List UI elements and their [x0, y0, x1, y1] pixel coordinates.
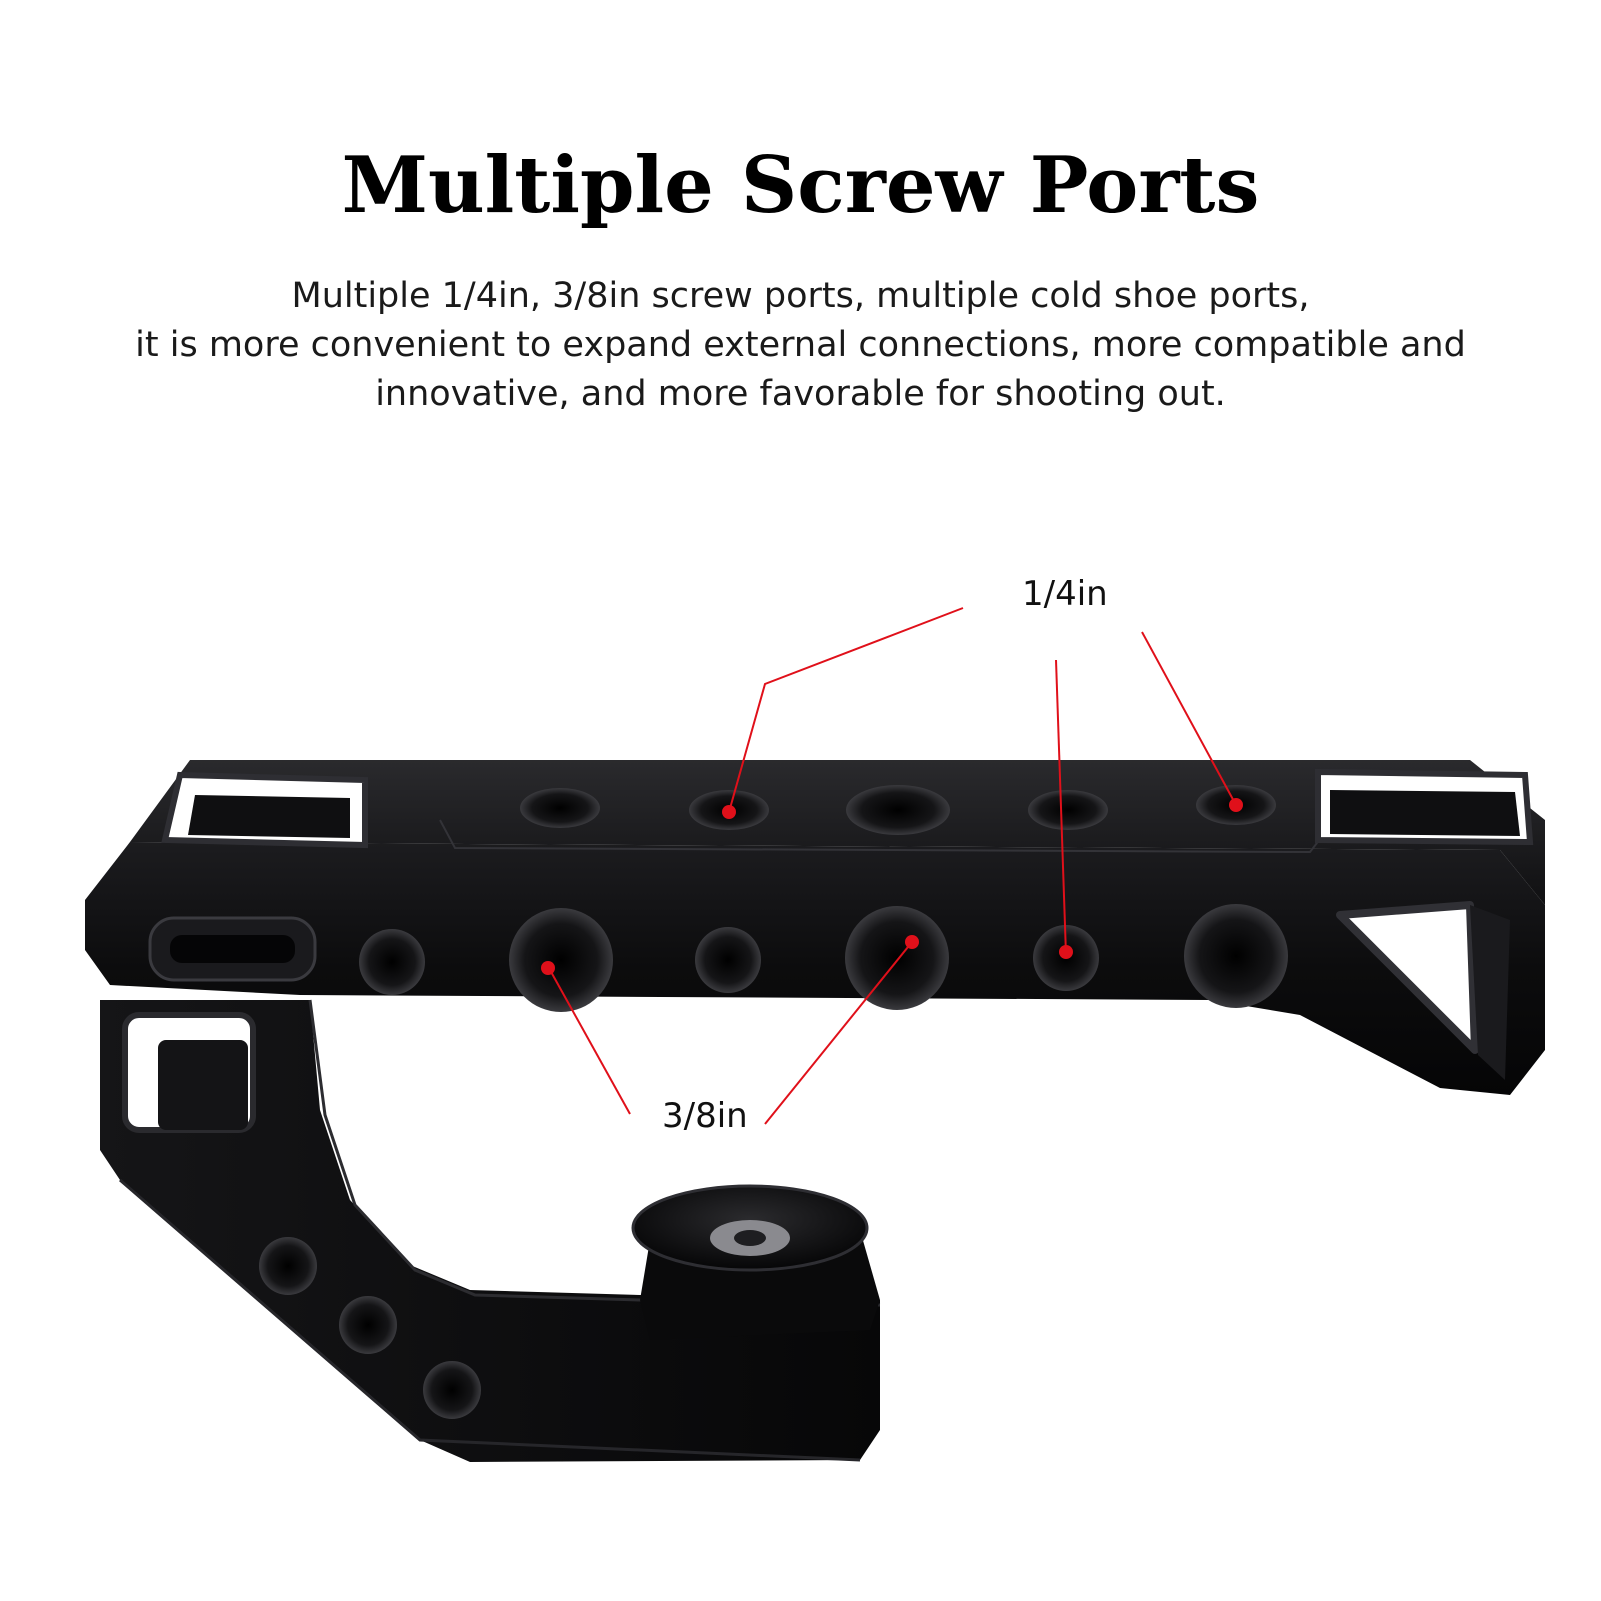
description: Multiple 1/4in, 3/8in screw ports, multi…: [0, 272, 1601, 419]
handle-bar: [85, 760, 1545, 1095]
description-line-3: innovative, and more favorable for shoot…: [375, 374, 1226, 414]
page-title: Multiple Screw Ports: [341, 140, 1260, 231]
description-line-1: Multiple 1/4in, 3/8in screw ports, multi…: [291, 276, 1310, 316]
thumb-screw-knob: [631, 1184, 880, 1340]
callout-label-three-eighths-inch: 3/8in: [662, 1096, 748, 1136]
description-line-2: it is more convenient to expand external…: [135, 325, 1466, 365]
callout-dots: [541, 798, 1243, 975]
callout-lines: [549, 607, 1237, 1125]
callout-label-quarter-inch: 1/4in: [1022, 574, 1108, 614]
